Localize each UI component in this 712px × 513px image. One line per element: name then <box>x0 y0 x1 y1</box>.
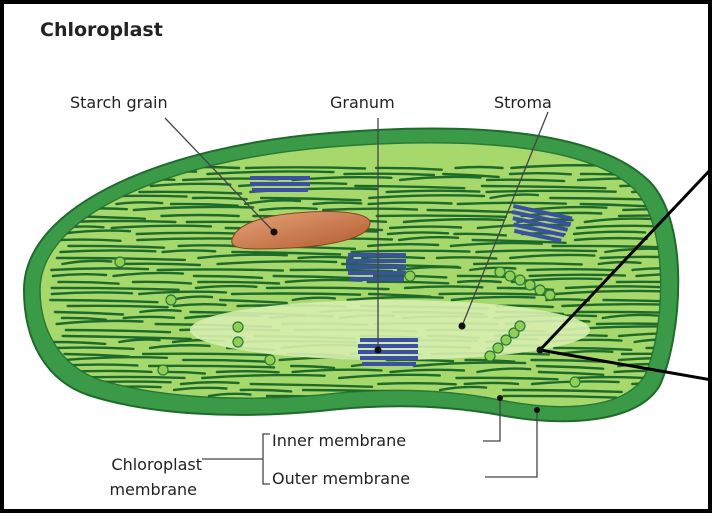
thylakoid-lamella <box>465 383 518 384</box>
thylakoid-lamella <box>510 173 571 174</box>
plastoglobulus <box>158 365 168 375</box>
thylakoid-lamella <box>597 324 694 325</box>
zoom-pointer-dot <box>537 347 544 354</box>
thylakoid-lamella <box>217 371 279 372</box>
thylakoid-lamella <box>437 257 496 258</box>
plastoglobulus <box>535 285 545 295</box>
thylakoid-lamella <box>60 240 121 241</box>
plastoglobulus <box>515 321 525 331</box>
thylakoid-lamella <box>387 191 480 192</box>
granum-pointer-dot <box>375 347 382 354</box>
plastoglobulus <box>233 337 243 347</box>
thylakoid-lamella <box>323 209 417 210</box>
plastoglobulus <box>501 335 511 345</box>
plastoglobulus <box>166 295 176 305</box>
plastoglobulus <box>405 271 415 281</box>
plastoglobulus <box>115 257 125 267</box>
plastoglobulus <box>505 271 515 281</box>
inner-membrane-pointer-dot <box>497 395 503 401</box>
thylakoid-lamella <box>121 264 200 265</box>
thylakoid-lamella <box>527 269 615 270</box>
thylakoid-lamella <box>377 216 506 217</box>
thylakoid-lamella <box>124 317 174 318</box>
thylakoid-lamella <box>246 167 365 168</box>
label-granum: Granum <box>330 93 395 112</box>
thylakoid-lamella <box>474 263 582 264</box>
plastoglobulus <box>515 275 525 285</box>
label-inner-membrane: Inner membrane <box>272 431 406 450</box>
thylakoid-lamella <box>456 167 503 168</box>
thylakoid-lamella <box>158 269 283 270</box>
label-outer-membrane: Outer membrane <box>272 469 410 488</box>
outer-membrane-pointer-dot <box>534 407 540 413</box>
thylakoid-lamella <box>161 215 238 216</box>
thylakoid-lamella <box>645 171 712 174</box>
thylakoid-lamella <box>390 227 461 228</box>
thylakoid-lamella <box>60 165 151 168</box>
thylakoid-lamella <box>232 293 360 294</box>
plastoglobulus <box>485 351 495 361</box>
plastoglobulus <box>265 355 275 365</box>
label-starch-grain: Starch grain <box>70 93 168 112</box>
thylakoid-lamella <box>299 257 353 258</box>
plastoglobulus <box>570 377 580 387</box>
diagram-title: Chloroplast <box>40 19 163 41</box>
plastoglobulus <box>545 290 555 300</box>
plastoglobulus <box>525 280 535 290</box>
thylakoid-lamella <box>65 221 175 222</box>
plastoglobulus <box>233 322 243 332</box>
thylakoid-lamella <box>440 294 545 295</box>
thylakoid-lamella <box>143 354 270 355</box>
thylakoid-lamella <box>344 174 434 175</box>
thylakoid-lamella <box>267 288 389 289</box>
label-chloroplast-membrane-line2: membrane <box>109 480 197 499</box>
thylakoid-lamella <box>617 282 696 283</box>
plastoglobulus <box>493 343 503 353</box>
thylakoid-lamella <box>68 306 168 307</box>
thylakoid-lamella <box>352 251 470 252</box>
thylakoid-lamella <box>291 270 392 271</box>
label-chloroplast-membrane-line1: Chloroplast <box>111 455 202 474</box>
thylakoid-lamella <box>193 198 247 199</box>
plastoglobulus <box>495 267 505 277</box>
thylakoid-lamella <box>487 180 564 181</box>
thylakoid-lamella <box>575 377 647 378</box>
thylakoid-lamella <box>378 383 456 384</box>
thylakoid-lamella <box>137 233 244 234</box>
thylakoid-lamella <box>362 257 424 258</box>
stroma-pointer-dot <box>459 323 466 330</box>
granum-stack <box>250 176 310 192</box>
thylakoid-lamella <box>487 191 616 192</box>
thylakoid-lamella <box>625 165 709 168</box>
label-stroma: Stroma <box>494 93 552 112</box>
thylakoid-lamella <box>369 203 452 204</box>
starch-pointer-dot <box>271 229 278 236</box>
thylakoid-lamella <box>57 348 133 349</box>
